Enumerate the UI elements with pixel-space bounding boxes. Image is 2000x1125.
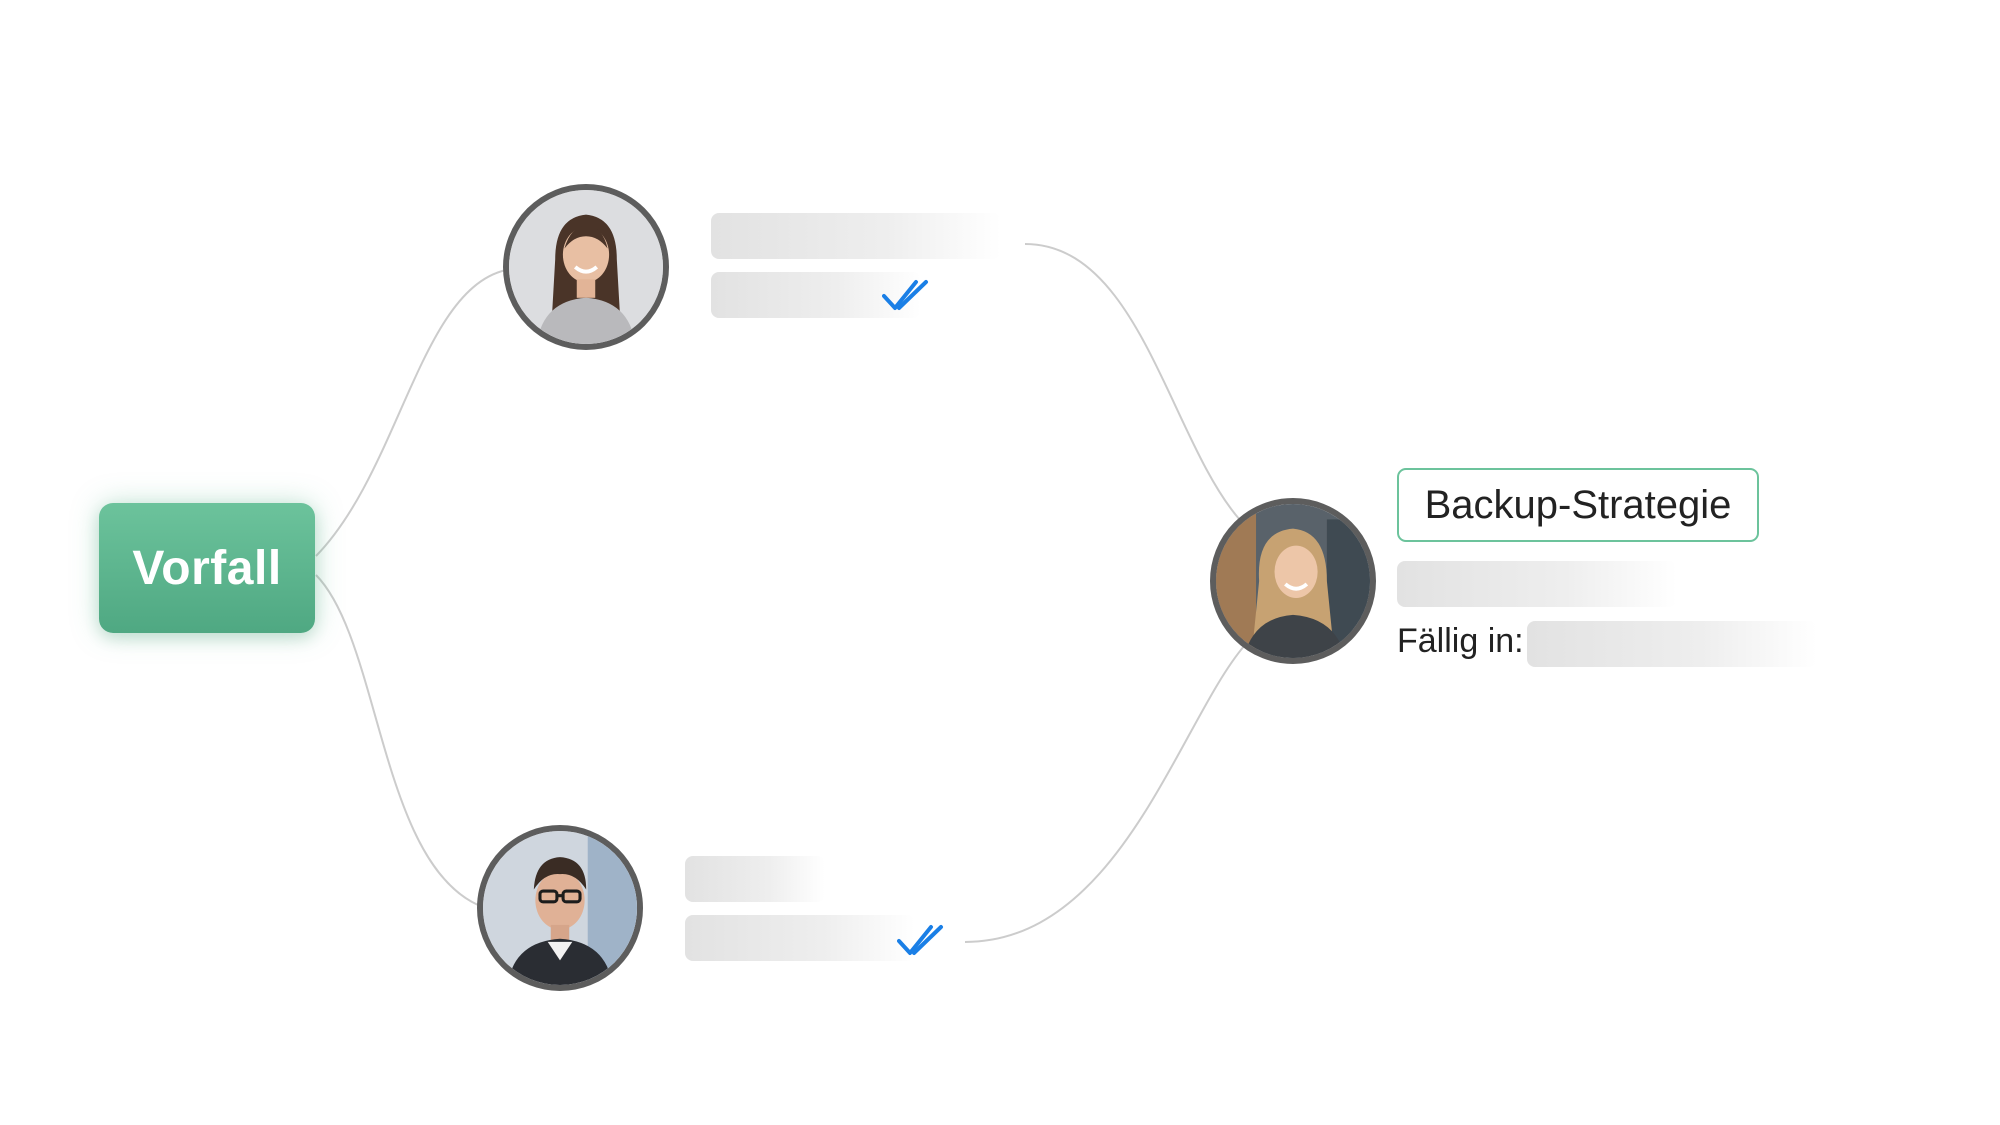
task-description-placeholder	[1397, 561, 1677, 607]
double-check-icon	[897, 923, 947, 959]
person-2-photo	[483, 831, 637, 985]
connector-person-2-to-assignee	[965, 645, 1245, 942]
person-2-name-placeholder	[685, 856, 825, 902]
assignee-photo	[1216, 504, 1370, 658]
avatar-person-1[interactable]	[503, 184, 669, 350]
avatar-assignee[interactable]	[1210, 498, 1376, 664]
double-check-icon	[882, 278, 932, 314]
connector-root-to-person-1	[316, 270, 506, 556]
task-title: Backup-Strategie	[1425, 483, 1732, 528]
due-date-placeholder	[1527, 621, 1817, 667]
due-date-label: Fällig in:	[1397, 622, 1524, 661]
root-node-vorfall[interactable]: Vorfall	[99, 503, 315, 633]
person-1-name-placeholder	[711, 213, 1001, 259]
task-title-badge[interactable]: Backup-Strategie	[1397, 468, 1759, 542]
person-2-message-placeholder	[685, 915, 915, 961]
avatar-person-2[interactable]	[477, 825, 643, 991]
connector-root-to-person-2	[316, 575, 478, 905]
connector-person-1-to-assignee	[1025, 244, 1240, 520]
person-1-photo	[509, 190, 663, 344]
root-node-label: Vorfall	[132, 541, 281, 596]
